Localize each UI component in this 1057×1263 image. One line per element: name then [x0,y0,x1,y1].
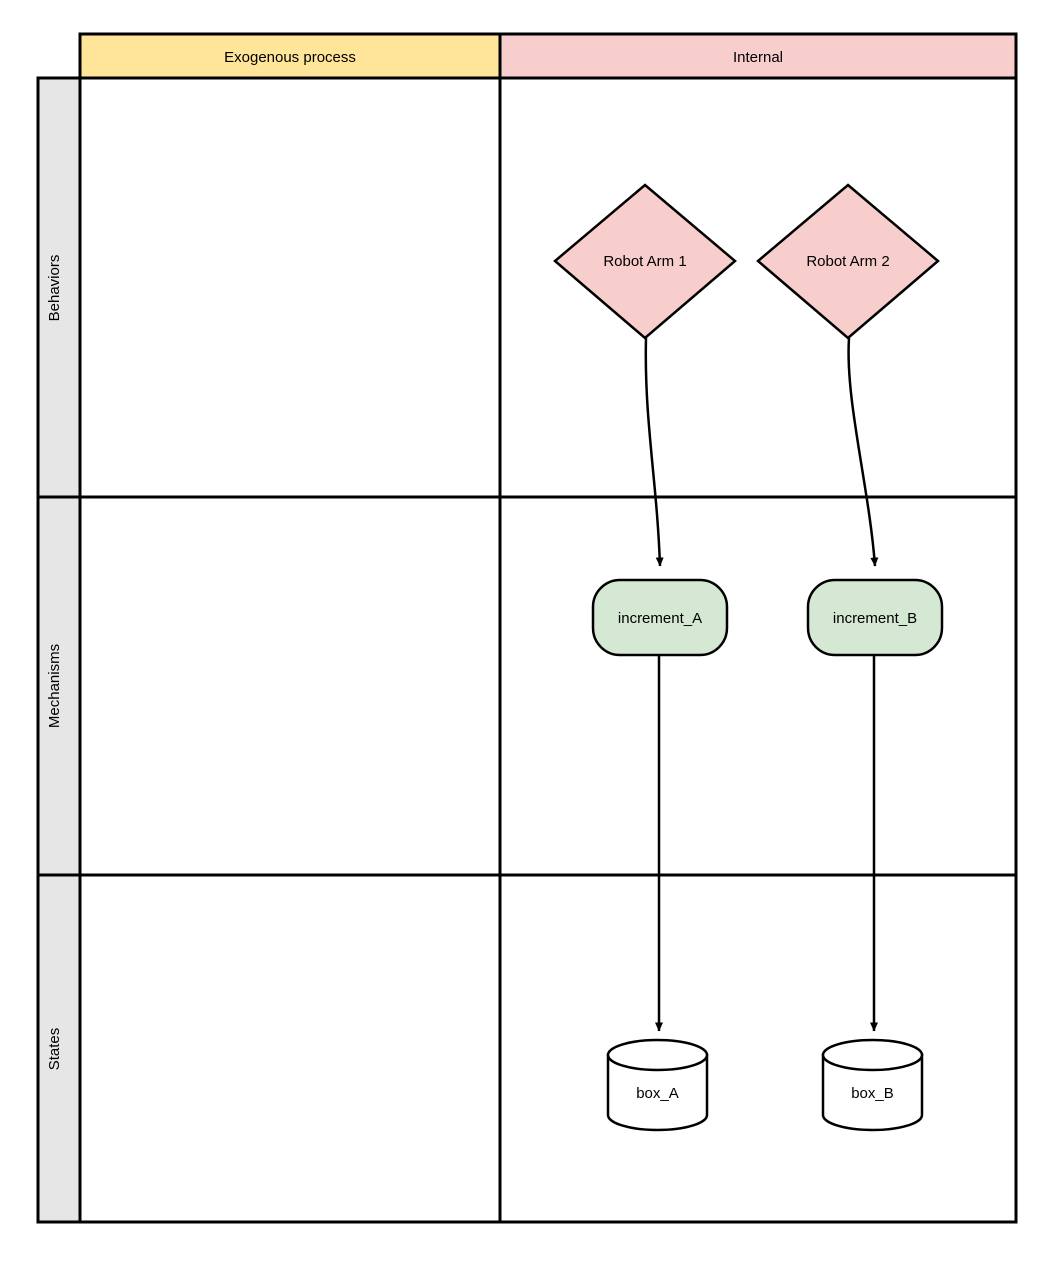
robot-arm-2-label: Robot Arm 2 [806,253,889,270]
row-label-band [38,78,80,1222]
increment-b-rounded-rect-shape[interactable] [806,578,944,657]
box-a-cylinder-top[interactable] [606,1038,709,1072]
row-label-states: States [46,1028,63,1071]
robot-arm-1-diamond-shape[interactable] [553,183,737,340]
node-box-a[interactable]: box_A [606,1038,709,1132]
column-header-internal[interactable] [500,34,1016,78]
grid-outer-border [36,76,1018,1224]
row-label-behaviors: Behaviors [46,255,63,322]
edges-layer [644,337,879,1032]
box-b-cylinder-body[interactable] [821,1053,924,1132]
column-header-label-internal: Internal [733,49,783,66]
node-box-b[interactable]: box_B [821,1038,924,1132]
box-a-label: box_A [636,1085,679,1102]
node-increment-a[interactable]: increment_A [591,578,729,657]
column-header-label-exogenous: Exogenous process [224,49,356,66]
box-b-label: box_B [851,1085,894,1102]
grid-structure [36,32,1018,1224]
robot-arm-1-label: Robot Arm 1 [603,253,686,270]
increment-a-label: increment_A [618,610,702,627]
increment-a-rounded-rect-shape[interactable] [591,578,729,657]
edge-robot-arm-1-to-increment-a[interactable] [644,337,664,567]
row-label-mechanisms: Mechanisms [46,644,63,728]
box-a-cylinder-body[interactable] [606,1053,709,1132]
node-increment-b[interactable]: increment_B [806,578,944,657]
edge-robot-arm-2-to-increment-b[interactable] [847,337,879,567]
increment-b-label: increment_B [833,610,917,627]
robot-arm-2-diamond-shape[interactable] [756,183,940,340]
node-robot-arm-1[interactable]: Robot Arm 1 [553,183,737,340]
column-header-exogenous[interactable] [80,34,500,78]
node-robot-arm-2[interactable]: Robot Arm 2 [756,183,940,340]
box-b-cylinder-top[interactable] [821,1038,924,1072]
